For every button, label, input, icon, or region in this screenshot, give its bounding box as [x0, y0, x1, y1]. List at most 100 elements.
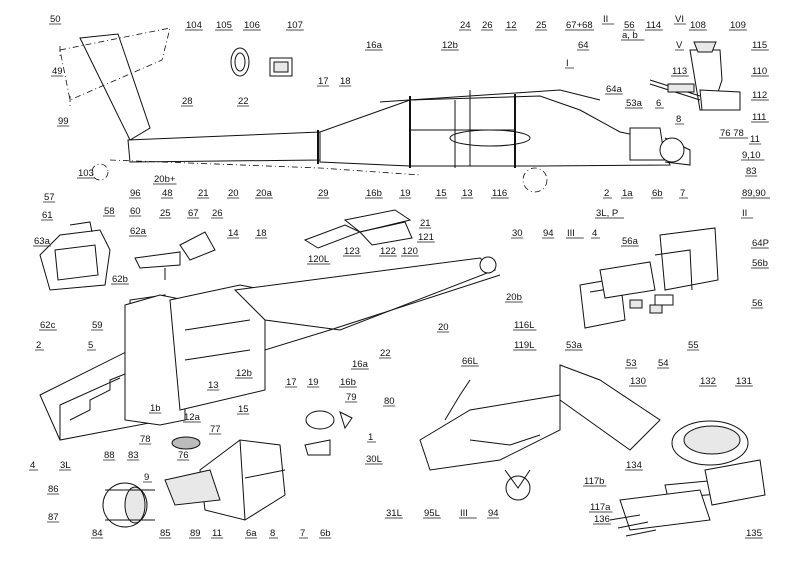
part-label: 11: [212, 528, 222, 539]
part-label: III: [567, 228, 575, 239]
part-label: 105: [216, 20, 232, 31]
part-label: 22: [238, 96, 249, 107]
part-label: 119L: [514, 340, 534, 351]
part-label: 17: [286, 377, 297, 388]
part-label: 9: [144, 472, 149, 483]
part-label: 94: [488, 508, 499, 519]
part-label: 50: [50, 14, 61, 25]
part-label: II: [742, 208, 747, 219]
part-label: 19: [400, 188, 411, 199]
wing-parts: [303, 209, 413, 249]
part-label: 94: [543, 228, 554, 239]
part-label: II: [603, 14, 608, 25]
part-label: 3L: [60, 460, 71, 471]
part-label: 83: [746, 166, 757, 177]
part-label: VI: [675, 14, 684, 25]
part-label: 48: [162, 188, 173, 199]
part-label: 120L: [308, 254, 329, 265]
exploded-fuselage: [39, 256, 501, 441]
part-label: 4: [30, 460, 35, 471]
part-label: 120: [402, 246, 418, 257]
part-label: 79: [346, 392, 357, 403]
part-label: 56a: [622, 236, 639, 247]
cabin-body: [319, 95, 671, 167]
small-parts-104-107: [230, 47, 293, 77]
part-label: 131: [736, 376, 752, 387]
part-79: [305, 410, 335, 430]
part-label: 26: [482, 20, 493, 31]
part-label: 6b: [320, 528, 331, 539]
part-label: 109: [730, 20, 746, 31]
wing-section: [449, 129, 531, 147]
part-label: 9,10: [742, 150, 761, 161]
part-label: 99: [58, 116, 69, 127]
part-label: 67+68: [566, 20, 593, 31]
part-label: V: [676, 40, 683, 51]
part-label: 16a: [366, 40, 383, 51]
part-label: 15: [238, 404, 249, 415]
part-label: 3L, P: [596, 208, 618, 219]
part-label: 31L: [386, 508, 402, 519]
part-label: 76: [178, 450, 189, 461]
part-label: 67: [188, 208, 199, 219]
part-label: III: [460, 508, 468, 519]
seat-frame: [39, 229, 111, 291]
part-label: 21: [198, 188, 209, 199]
part-label: 12b: [236, 368, 252, 379]
part-label: 11: [750, 134, 760, 145]
part-label: 66L: [462, 356, 478, 367]
part-label: 8: [270, 528, 275, 539]
part-label: 110: [752, 66, 767, 77]
part-label: 6: [656, 98, 661, 109]
part-label: 19: [308, 377, 319, 388]
main-wheel-top: [522, 167, 548, 193]
part-label: 83: [128, 450, 139, 461]
part-label: 63a: [34, 236, 51, 247]
part-label: 20: [228, 188, 239, 199]
part-label: 111: [752, 112, 766, 123]
part-label: 56: [752, 298, 763, 309]
part-label: 18: [340, 76, 351, 87]
part-label: 88: [104, 450, 115, 461]
part-110: [699, 89, 741, 111]
part-label: 56b: [752, 258, 768, 269]
part-label: 17: [318, 76, 329, 87]
part-label: 22: [380, 348, 391, 359]
part-label: I: [566, 58, 569, 69]
part-label: 96: [130, 188, 141, 199]
part-label: 53a: [566, 340, 583, 351]
part-label: 62a: [130, 226, 147, 237]
detail-v-vi: [649, 41, 741, 111]
part-136: [619, 489, 711, 531]
part-9: [164, 469, 221, 506]
part-label: 29: [318, 188, 329, 199]
wing-undercarriage: [419, 364, 766, 537]
part-label: 80: [384, 396, 395, 407]
stabilizer-outline: [59, 27, 171, 101]
part-label: 14: [228, 228, 239, 239]
part-label: 18: [256, 228, 267, 239]
part-label: 56: [624, 20, 635, 31]
parts-79-80: [304, 410, 353, 456]
cockpit-parts-right: [579, 227, 719, 329]
part-label: 4: [592, 228, 597, 239]
part-label: 20: [438, 322, 449, 333]
part-label: 123: [344, 246, 360, 257]
part-label: 86: [48, 484, 59, 495]
part-label: 114: [646, 20, 661, 31]
part-label: 95L: [424, 508, 440, 519]
part-label: 107: [287, 20, 303, 31]
part-label: 12: [506, 20, 517, 31]
part-53: [599, 261, 656, 299]
part-label: 58: [104, 206, 115, 217]
part-78: [171, 436, 201, 450]
part-label: 121: [418, 232, 434, 243]
part-label: 6a: [246, 528, 257, 539]
part-label: 113: [672, 66, 687, 77]
part-label: 64P: [752, 238, 769, 249]
part-label: 54: [658, 358, 669, 369]
part-label: 136: [594, 514, 610, 525]
